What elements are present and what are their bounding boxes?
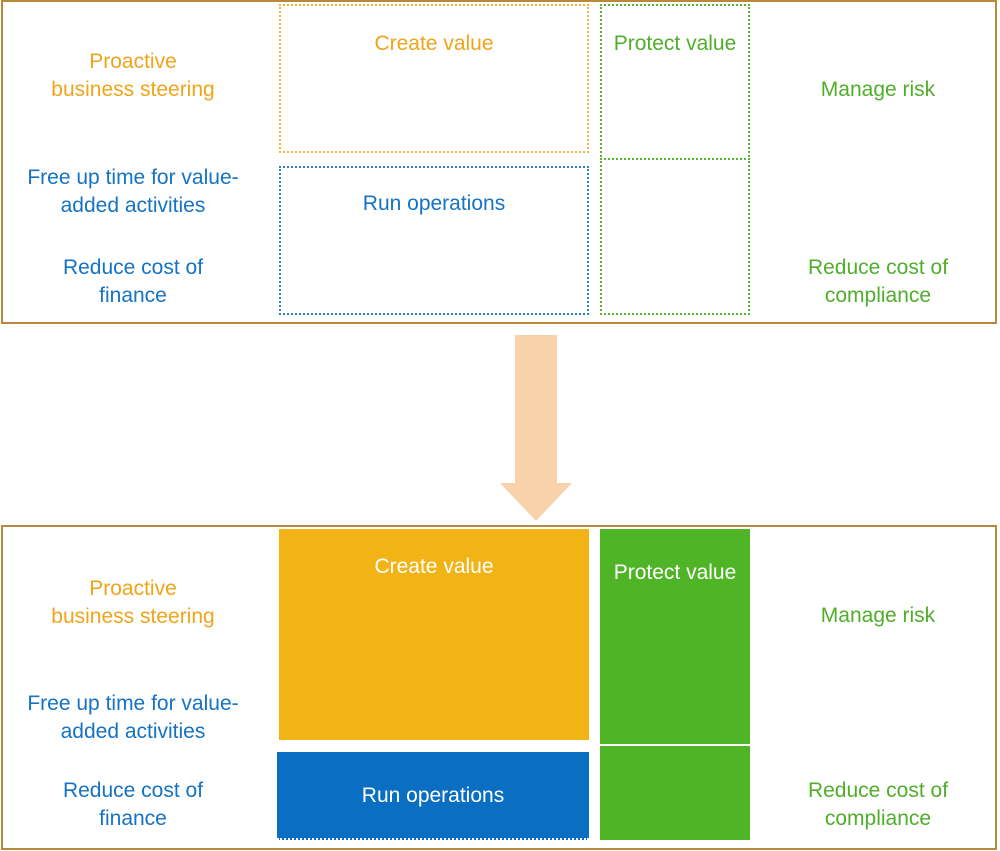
label-free-up-time: Free up time for value- added activities xyxy=(27,692,239,743)
create-value-box: Create value xyxy=(279,4,589,153)
protect-value-box: Protect value xyxy=(600,529,750,744)
label-proactive-business-steering: Proactive business steering xyxy=(51,50,215,101)
create-value-box: Create value xyxy=(279,529,589,740)
run-operations-box: Run operations xyxy=(279,166,589,315)
label-reduce-cost-of-compliance: Reduce cost of compliance xyxy=(807,256,949,307)
label-reduce-cost-of-compliance: Reduce cost of compliance xyxy=(807,779,949,830)
before-frame: Proactive business steering Free up time… xyxy=(1,0,997,324)
label-reduce-cost-of-finance: Reduce cost of finance xyxy=(62,256,204,307)
label-manage-risk: Manage risk xyxy=(820,78,936,101)
protect-value-lower-box xyxy=(600,158,750,315)
down-arrow-icon xyxy=(500,335,572,521)
label-reduce-cost-of-finance: Reduce cost of finance xyxy=(62,779,204,830)
label-manage-risk: Manage risk xyxy=(820,604,936,627)
after-frame: Proactive business steering Free up time… xyxy=(1,525,997,850)
protect-value-box: Protect value xyxy=(600,4,750,160)
run-operations-box: Run operations xyxy=(277,752,589,840)
label-free-up-time: Free up time for value- added activities xyxy=(27,166,239,217)
protect-value-lower-box xyxy=(600,746,750,840)
label-proactive-business-steering: Proactive business steering xyxy=(51,577,215,628)
